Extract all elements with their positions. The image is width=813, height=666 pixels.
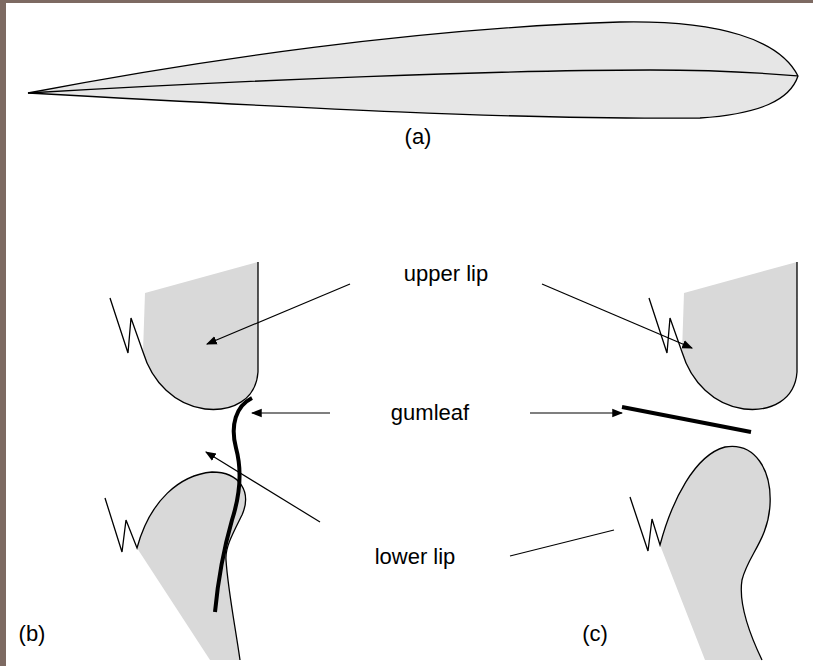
part-label: lower lip <box>375 544 456 570</box>
upper-lip-outline <box>110 262 258 409</box>
figure-panel: (a) upper lip gumleaf lower lip (b) (c) <box>6 3 813 666</box>
upper-lip-fill <box>143 262 258 409</box>
upper-lip-outline-c <box>649 262 797 409</box>
leaf-outline <box>28 22 798 118</box>
lower-lip-outline-c <box>630 446 770 660</box>
leader-line <box>530 412 622 413</box>
leader-line <box>206 452 320 522</box>
figure-label: (c) <box>582 621 608 647</box>
gumleaf-c <box>622 407 751 432</box>
lower-lip-outline <box>105 472 245 660</box>
gumleaf-b <box>215 398 252 612</box>
leader-line <box>252 412 330 413</box>
lower-lip-fill <box>137 472 245 660</box>
part-label: upper lip <box>404 261 488 287</box>
leaf-midrib <box>28 70 798 93</box>
leader-line <box>510 530 614 556</box>
figure-label: (a) <box>405 124 432 150</box>
leader-line <box>542 284 692 348</box>
part-label: gumleaf <box>391 400 469 426</box>
leader-line <box>207 284 350 344</box>
figure-label: (b) <box>19 621 46 647</box>
upper-lip-fill-c <box>682 262 797 409</box>
